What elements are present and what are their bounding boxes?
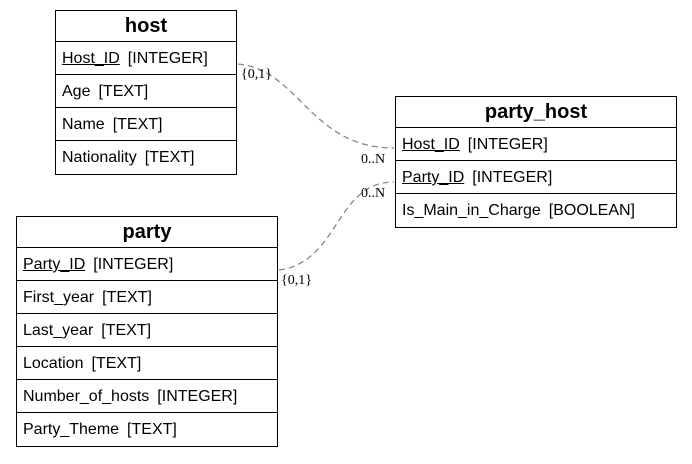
attribute-row: Location [TEXT] [17, 347, 277, 380]
attribute-row: Party_ID [INTEGER] [396, 161, 676, 194]
attribute-row: Nationality [TEXT] [56, 141, 236, 174]
attribute-row: Party_Theme [TEXT] [17, 413, 277, 446]
attribute-type: [INTEGER] [127, 50, 208, 67]
attribute-row: Host_ID [INTEGER] [396, 128, 676, 161]
attribute-name: Host_ID [402, 136, 460, 153]
attribute-name: Party_Theme [23, 421, 120, 438]
cardinality-label: {0,1} [241, 67, 272, 82]
attribute-row: Name [TEXT] [56, 108, 236, 141]
attribute-row: First_year [TEXT] [17, 281, 277, 314]
entity-party: party Party_ID [INTEGER] First_year [TEXT]… [16, 216, 278, 447]
attribute-type: [TEXT] [98, 83, 149, 100]
attribute-name: First_year [23, 289, 95, 306]
cardinality-label: 0..N [361, 152, 385, 167]
attribute-type: [INTEGER] [93, 256, 174, 273]
attribute-name: Party_ID [402, 169, 465, 186]
attribute-type: [INTEGER] [157, 388, 238, 405]
entity-title: party [17, 217, 277, 248]
entity-party-host: party_host Host_ID[INTEGER] Party_ID[INT… [395, 96, 677, 228]
attribute-row: Host_ID [INTEGER] [56, 42, 236, 75]
attribute-name: Is_Main_in_Charge [402, 202, 541, 219]
cardinality-label: 0..N [361, 186, 385, 201]
entity-title: host [56, 11, 236, 42]
attribute-type: [INTEGER] [472, 169, 553, 186]
attribute-name: Nationality [62, 149, 137, 166]
relationship-line-party-party-host [278, 181, 395, 271]
attribute-type: [TEXT] [144, 149, 195, 166]
attribute-row: Age [TEXT] [56, 75, 236, 108]
entity-host: host Host_ID [INTEGER] Age [TEXT] Name [TEX… [55, 10, 237, 175]
attribute-type: [TEXT] [127, 421, 177, 438]
attribute-type: [INTEGER] [467, 136, 548, 153]
attribute-name: Last_year [23, 322, 94, 339]
entity-title: party_host [396, 97, 676, 128]
attribute-row: Number_of_hosts [INTEGER] [17, 380, 277, 413]
attribute-name: Age [62, 83, 91, 100]
attribute-type: [TEXT] [102, 289, 152, 306]
attribute-type: [TEXT] [112, 116, 163, 133]
attribute-type: [BOOLEAN] [548, 202, 635, 219]
attribute-name: Name [62, 116, 105, 133]
relationship-line-host-party-host [237, 63, 395, 149]
attribute-row: Last_year [TEXT] [17, 314, 277, 347]
attribute-row: Party_ID [INTEGER] [17, 248, 277, 281]
attribute-name: Host_ID [62, 50, 120, 67]
attribute-row: Is_Main_in_Charge [BOOLEAN] [396, 194, 676, 227]
attribute-type: [TEXT] [101, 322, 152, 339]
attribute-name: Location [23, 355, 84, 372]
attribute-name: Party_ID [23, 256, 86, 273]
attribute-type: [TEXT] [91, 355, 142, 372]
attribute-name: Number_of_hosts [23, 388, 150, 405]
cardinality-label: {0,1} [281, 273, 312, 288]
